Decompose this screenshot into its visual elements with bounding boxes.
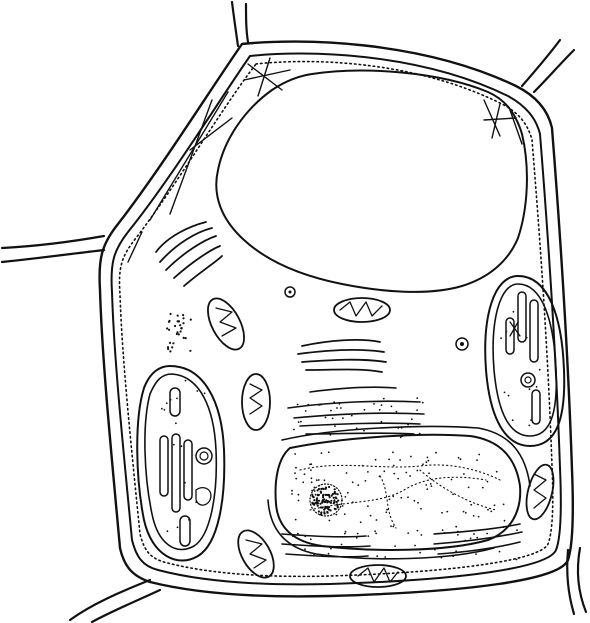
- thylakoid-grana: [160, 388, 192, 546]
- nucleus: [268, 427, 530, 559]
- mitochondrion: [334, 298, 390, 322]
- cytoskeleton-strands: [128, 58, 522, 262]
- thylakoid-grana: [506, 292, 540, 424]
- mitochondrion: [200, 293, 251, 356]
- mitochondrion: [242, 374, 270, 430]
- cell-wall: [100, 42, 573, 597]
- mitochondrion: [350, 565, 406, 587]
- chloroplast-left: [137, 366, 224, 561]
- central-vacuole: [216, 71, 527, 292]
- golgi-body-upper: [156, 222, 222, 286]
- golgi-body-middle: [298, 340, 386, 372]
